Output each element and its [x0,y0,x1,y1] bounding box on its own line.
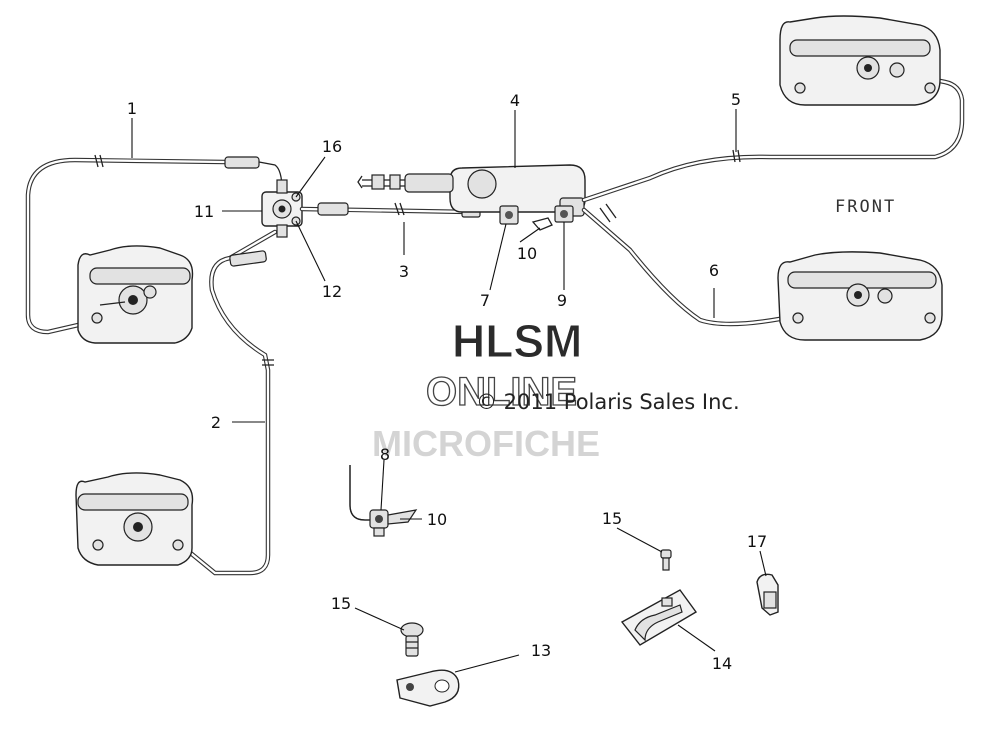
clip-10 [387,509,418,525]
callout-12: 12 [322,282,342,301]
caliper-left-lower [75,472,194,566]
bolt-15-large [400,622,424,657]
callout-3: 3 [399,262,409,281]
callout-17: 17 [747,532,767,551]
clip-17 [756,573,779,616]
watermark-hlsm: HLSM [452,315,582,367]
brake-hose-6 [581,203,853,327]
callout-7: 7 [480,291,490,310]
copyright-text: © 2011 Polaris Sales Inc. [476,390,740,414]
callout-8: 8 [380,445,390,464]
callout-10-upper: 10 [517,244,537,263]
caliper-left-upper [77,245,194,344]
watermark: HLSM ONLINE MICROFICHE [372,315,600,465]
bracket-8 [349,465,389,537]
bracket-10-top [531,217,553,231]
bolt-15-small [660,549,672,571]
callout-4: 4 [510,91,520,110]
caliper-right-upper [779,15,941,106]
callout-9: 9 [557,291,567,310]
brake-hose-1 [25,154,283,335]
callout-11: 11 [194,202,214,221]
callout-numbers: 1 2 3 4 5 6 7 8 9 10 10 11 12 13 14 15 1… [127,90,767,673]
watermark-online: ONLINE [426,370,577,414]
bracket-14 [620,589,698,646]
callout-15-upper: 15 [602,509,622,528]
tee-fitting [261,179,303,238]
callout-10-lower: 10 [427,510,447,529]
callout-13: 13 [531,641,551,660]
clamp-13 [396,669,460,707]
master-cylinder [357,164,586,217]
callout-6: 6 [709,261,719,280]
fitting-9 [554,205,574,223]
callout-2: 2 [211,413,221,432]
brake-hose-5 [581,72,965,203]
callout-15-lower: 15 [331,594,351,613]
leader-lines [131,109,767,673]
front-label: FRONT [835,197,896,217]
fitting-7 [499,205,519,225]
callout-14: 14 [712,654,732,673]
callout-16: 16 [322,137,342,156]
brake-hose-2 [157,229,278,576]
callout-5: 5 [731,90,741,109]
callout-1: 1 [127,99,137,118]
caliper-right-lower [777,251,943,341]
watermark-microfiche: MICROFICHE [372,423,600,464]
